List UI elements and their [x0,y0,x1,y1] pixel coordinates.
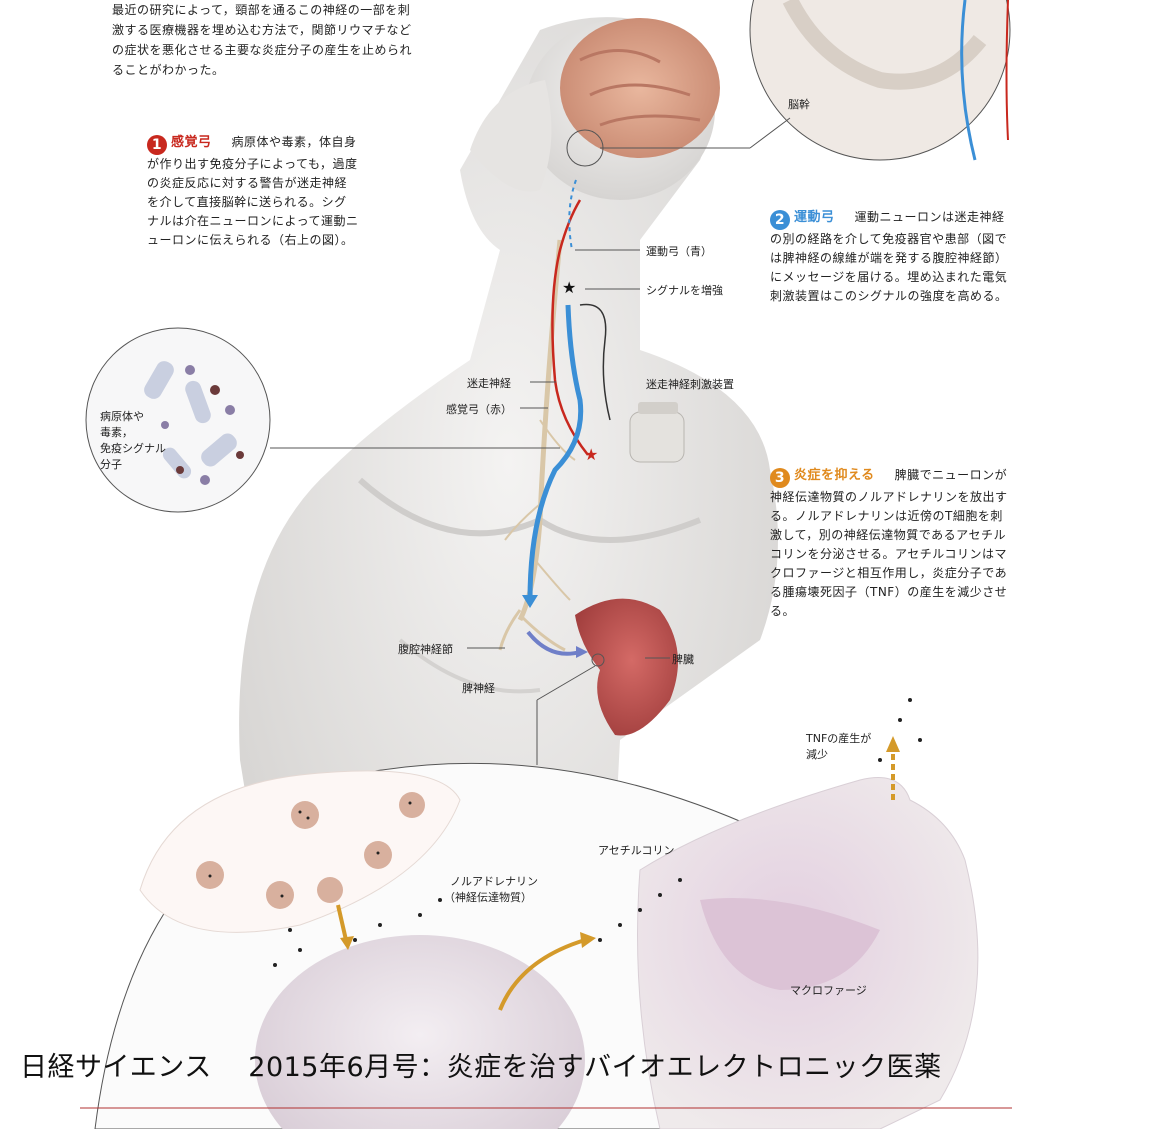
label-pathogen-1: 病原体や [100,410,144,423]
face [470,80,552,192]
step-number: 2 [770,210,790,230]
step-1: 1 感覚弓病原体や毒素，体自身が作り出す免疫分子によっても，過度の炎症反応に対する… [147,133,359,250]
step-text: 病原体や毒素，体自身が作り出す免疫分子によっても，過度の炎症反応に対する警告が迷… [147,135,359,247]
label-boost: シグナルを増強 [646,284,723,297]
label-noradrenaline-2: （神経伝達物質） [444,891,532,904]
intro-paragraph: 最近の研究によって，頸部を通るこの神経の一部を刺激する医療機器を埋め込む方法で，… [112,3,413,77]
boost-star: ★ [562,278,576,297]
step-title: 運動弓 [794,210,835,225]
stimulator-device [629,411,685,463]
sensory-arc-path [551,199,589,456]
step-text: 脾臓でニューロンが神経伝達物質のノルアドレナリンを放出する。ノルアドレナリンは近… [770,468,1008,618]
t-cell [255,935,585,1129]
motor-arc-path [527,304,584,601]
label-sensory-arc: 感覚弓（赤） [446,403,512,416]
label-stimulator: 迷走神経刺激装置 [646,378,734,391]
svg-text:★: ★ [584,445,598,464]
label-vagus: 迷走神経 [467,377,511,390]
label-tnf-1: TNFの産生が [806,732,872,745]
step-number: 1 [147,135,167,155]
source-caption: 日経サイエンス 2015年6月号：炎症を治すバイオエレクトロニック医薬 [20,1052,942,1083]
label-macrophage: マクロファージ [790,984,867,997]
step-number: 3 [770,468,790,488]
step-title: 炎症を抑える [794,468,875,483]
label-tnf-2: 減少 [806,748,828,761]
label-pathogen-2: 毒素， [100,426,133,439]
label-celiac: 腹腔神経節 [398,643,453,656]
step-2: 2 運動弓運動ニューロンは迷走神経の別の経路を介して免疫器官や患部（図では脾神経の… [770,208,1010,306]
label-spleen: 脾臓 [672,653,694,666]
step-title: 感覚弓 [171,135,212,150]
label-pathogen-4: 分子 [100,458,122,471]
pathogen-inset [85,327,271,513]
spleen [575,598,678,736]
label-pathogen-3: 免疫シグナル [100,442,166,455]
step-text: 運動ニューロンは迷走神経の別の経路を介して免疫器官や患部（図では脾神経の線維が端… [770,210,1008,303]
nerve-terminal [139,770,461,933]
label-motor-arc: 運動弓（青） [646,245,712,258]
brain [560,18,720,158]
label-brainstem: 脳幹 [788,98,810,111]
step-3: 3 炎症を抑える脾臓でニューロンが神経伝達物質のノルアドレナリンを放出する。ノルア… [770,466,1010,621]
label-splenic-nerve: 脾神経 [462,682,495,695]
label-acetylcholine: アセチルコリン [598,844,675,857]
label-noradrenaline-1: ノルアドレナリン [450,875,538,888]
